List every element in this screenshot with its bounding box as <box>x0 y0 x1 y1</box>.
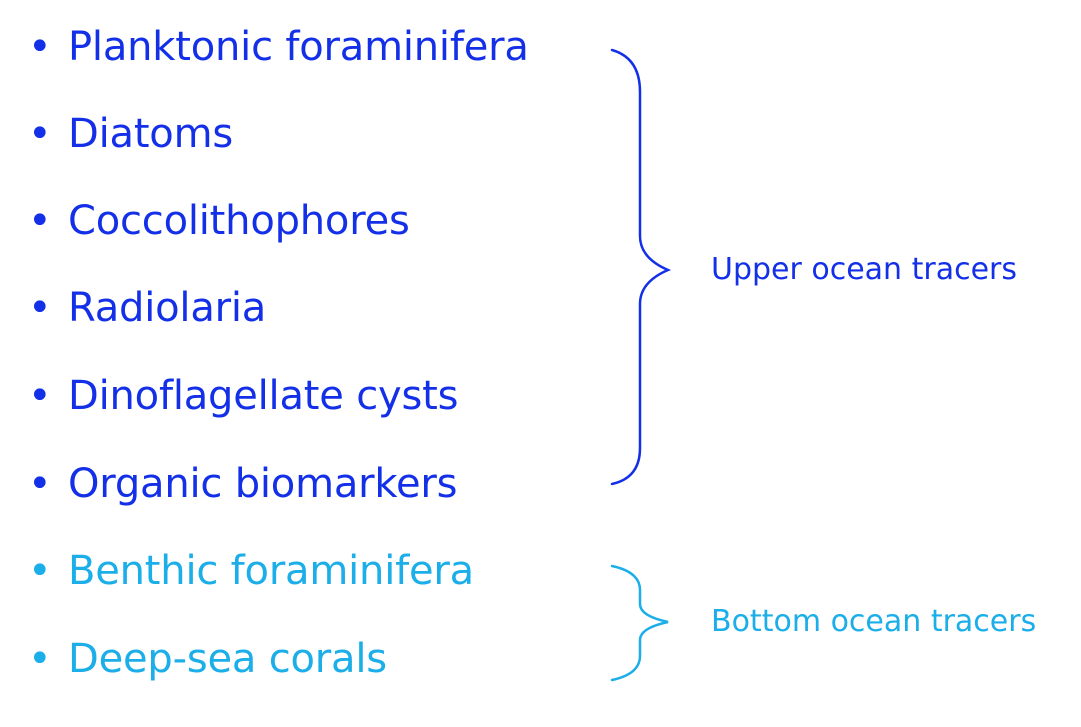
upper-group-label: Upper ocean tracers <box>711 252 1018 287</box>
list-item-planktonic-foraminifera: • Planktonic foraminifera <box>28 17 529 77</box>
list-item-radiolaria: • Radiolaria <box>28 278 266 338</box>
list-item-coccolithophores: • Coccolithophores <box>28 191 410 251</box>
list-item-deep-sea-corals: • Deep-sea corals <box>28 629 387 689</box>
bullet-icon: • <box>28 285 52 331</box>
bullet-icon: • <box>28 198 52 244</box>
item-label: Coccolithophores <box>68 198 410 244</box>
item-label: Organic biomarkers <box>68 461 458 507</box>
item-label: Benthic foraminifera <box>68 548 474 594</box>
item-label: Diatoms <box>68 111 233 157</box>
list-item-organic-biomarkers: • Organic biomarkers <box>28 454 457 514</box>
list-item-dinoflagellate-cysts: • Dinoflagellate cysts <box>28 366 458 426</box>
upper-group-brace <box>610 48 672 486</box>
bullet-icon: • <box>28 111 52 157</box>
bottom-group-brace <box>610 564 669 682</box>
list-item-benthic-foraminifera: • Benthic foraminifera <box>28 541 474 601</box>
item-label: Radiolaria <box>68 285 267 331</box>
list-item-diatoms: • Diatoms <box>28 104 233 164</box>
item-label: Deep-sea corals <box>68 636 387 682</box>
bullet-icon: • <box>28 461 52 507</box>
item-label: Dinoflagellate cysts <box>68 373 459 419</box>
bottom-group-label: Bottom ocean tracers <box>711 604 1037 639</box>
item-label: Planktonic foraminifera <box>68 24 529 70</box>
bullet-icon: • <box>28 24 52 70</box>
bullet-icon: • <box>28 548 52 594</box>
bullet-icon: • <box>28 373 52 419</box>
bullet-icon: • <box>28 636 52 682</box>
